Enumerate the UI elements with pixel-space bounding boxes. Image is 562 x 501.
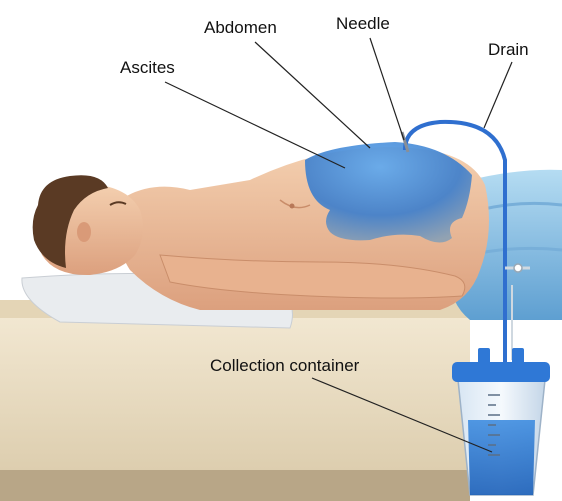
label-collection-container: Collection container xyxy=(210,356,359,376)
ascites-fluid xyxy=(305,142,472,243)
patient-head xyxy=(33,175,143,275)
label-abdomen: Abdomen xyxy=(204,18,277,38)
bed xyxy=(0,300,470,501)
label-ascites: Ascites xyxy=(120,58,175,78)
label-drain: Drain xyxy=(488,40,529,60)
label-needle: Needle xyxy=(336,14,390,34)
